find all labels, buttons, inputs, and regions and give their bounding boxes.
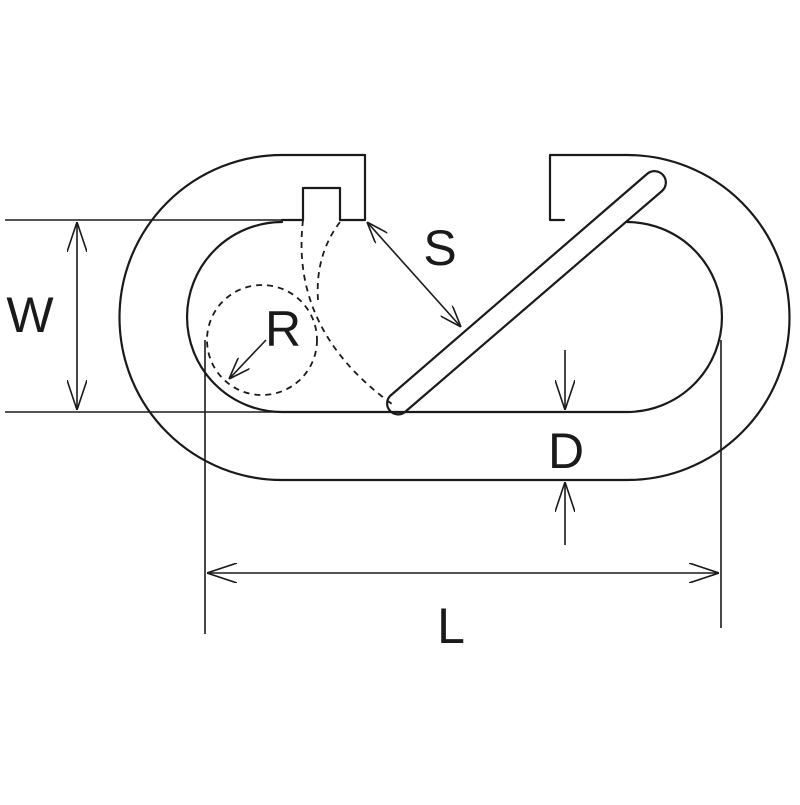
radius-label: R — [265, 301, 301, 357]
carabiner-outer-outline — [118, 153, 791, 482]
gate-opening-label: S — [423, 220, 456, 276]
wire-diameter-label: D — [548, 423, 584, 479]
width-label: W — [6, 287, 54, 343]
radius-circle — [206, 284, 318, 396]
spring-gate — [386, 170, 667, 416]
gate-swing-path-outer — [316, 221, 341, 301]
radius-dimension-line — [229, 339, 267, 379]
gate-opening-dimension-line — [367, 222, 461, 327]
length-label: L — [437, 598, 465, 654]
carabiner-inner-outline — [185, 220, 724, 414]
gate-catch-notch — [280, 153, 367, 222]
gate-swing-path — [300, 219, 393, 405]
